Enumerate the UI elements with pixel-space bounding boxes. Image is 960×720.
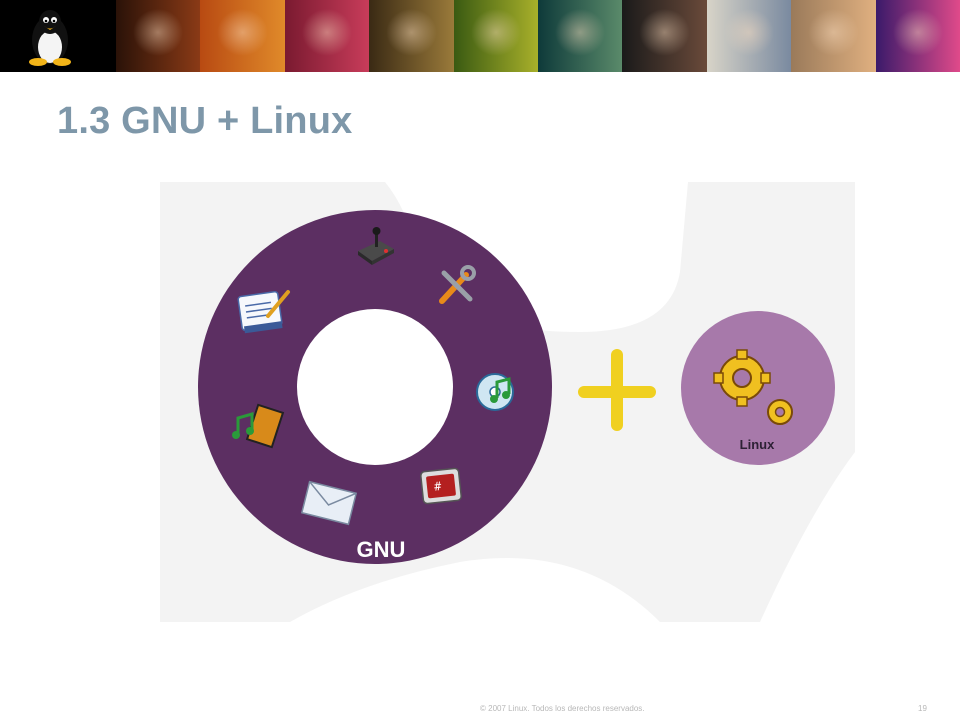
tux-logo	[0, 0, 116, 72]
tools-icon	[439, 265, 476, 304]
gnu-label: GNU	[356, 537, 406, 562]
banner-photo	[284, 0, 370, 72]
banner-photo	[116, 0, 201, 72]
banner-photo	[791, 0, 877, 72]
gnu-ring-hole	[297, 309, 453, 465]
banner-photo	[875, 0, 960, 72]
mail-envelope-icon	[300, 480, 358, 526]
copyright-footer: © 2007 Linux. Todos los derechos reserva…	[480, 704, 645, 713]
music-disc-icon	[476, 373, 514, 411]
gears-icon	[713, 349, 793, 425]
banner-photo	[538, 0, 623, 72]
banner-photo	[706, 0, 792, 72]
tux-penguin-icon	[29, 10, 71, 66]
joystick-icon	[358, 227, 394, 265]
svg-text:#: #	[433, 479, 442, 494]
banner-photo	[200, 0, 286, 72]
terminal-icon: #	[420, 467, 462, 505]
plus-sign	[578, 349, 656, 431]
music-film-icon	[232, 403, 285, 449]
slide-title: 1.3 GNU + Linux	[57, 100, 353, 142]
document-edit-icon	[237, 290, 290, 334]
banner-photo	[453, 0, 539, 72]
banner-photo	[369, 0, 455, 72]
banner-photo	[622, 0, 708, 72]
diagram-graphic: #	[160, 182, 855, 622]
linux-label: Linux	[739, 437, 775, 452]
page-number: 19	[918, 704, 927, 713]
header-banner	[0, 0, 960, 72]
gnu-linux-diagram: #	[160, 182, 855, 622]
